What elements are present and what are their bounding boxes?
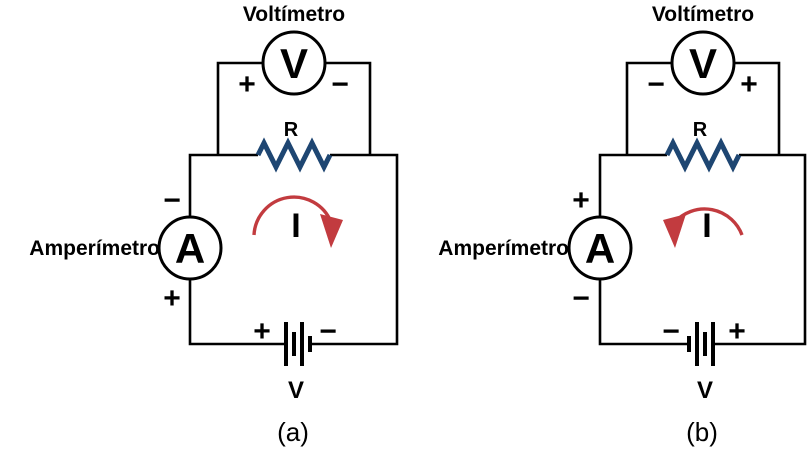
voltmeter-letter: V xyxy=(689,40,717,87)
circuit-a: R Voltímetro V + − I − A + Amperímetro +… xyxy=(29,3,399,447)
voltmeter-dial xyxy=(261,30,327,96)
current-label: I xyxy=(291,207,300,245)
current-arrowhead xyxy=(320,214,343,248)
ammeter-bottom-sign: + xyxy=(163,282,181,315)
battery-left-sign: − xyxy=(662,315,680,348)
battery-symbol xyxy=(687,322,715,366)
voltmeter-branch-wire xyxy=(216,61,372,155)
ammeter-letter: A xyxy=(175,225,205,272)
current-label: I xyxy=(702,207,711,245)
resistor-zigzag xyxy=(664,137,742,173)
ammeter-letter: A xyxy=(585,225,615,272)
resistor-label: R xyxy=(284,119,299,141)
caption-b: (b) xyxy=(686,417,718,447)
resistor-label: R xyxy=(693,119,708,141)
voltmeter-branch-wire xyxy=(625,61,781,155)
voltmeter-letter: V xyxy=(280,40,308,87)
voltmeter-right-sign: − xyxy=(331,68,349,101)
ammeter-dial xyxy=(567,215,633,281)
voltmeter-dial xyxy=(670,30,736,96)
ammeter-bottom-sign: − xyxy=(572,282,590,315)
battery-left-sign: + xyxy=(253,315,271,348)
loop-wire xyxy=(188,153,399,346)
current-arrowhead xyxy=(663,214,686,248)
battery-label: V xyxy=(697,377,713,404)
voltmeter-label: Voltímetro xyxy=(652,3,754,26)
battery-right-sign: + xyxy=(728,315,746,348)
battery-symbol xyxy=(284,322,312,366)
ammeter-top-sign: − xyxy=(163,184,181,217)
caption-a: (a) xyxy=(277,417,309,447)
resistor-zigzag xyxy=(255,137,333,173)
ammeter-top-sign: + xyxy=(572,184,590,217)
circuit-b: R Voltímetro V − + I + A − Amperímetro −… xyxy=(438,3,807,447)
ammeter-label: Amperímetro xyxy=(29,237,160,260)
battery-right-sign: − xyxy=(319,315,337,348)
loop-wire xyxy=(598,153,807,346)
ammeter-label: Amperímetro xyxy=(438,237,569,260)
ammeter-dial xyxy=(157,215,223,281)
voltmeter-right-sign: + xyxy=(740,68,758,101)
battery-label: V xyxy=(288,377,304,404)
voltmeter-left-sign: + xyxy=(238,68,256,101)
voltmeter-label: Voltímetro xyxy=(243,3,345,26)
voltmeter-left-sign: − xyxy=(647,68,665,101)
current-arrow-arc xyxy=(252,195,333,236)
